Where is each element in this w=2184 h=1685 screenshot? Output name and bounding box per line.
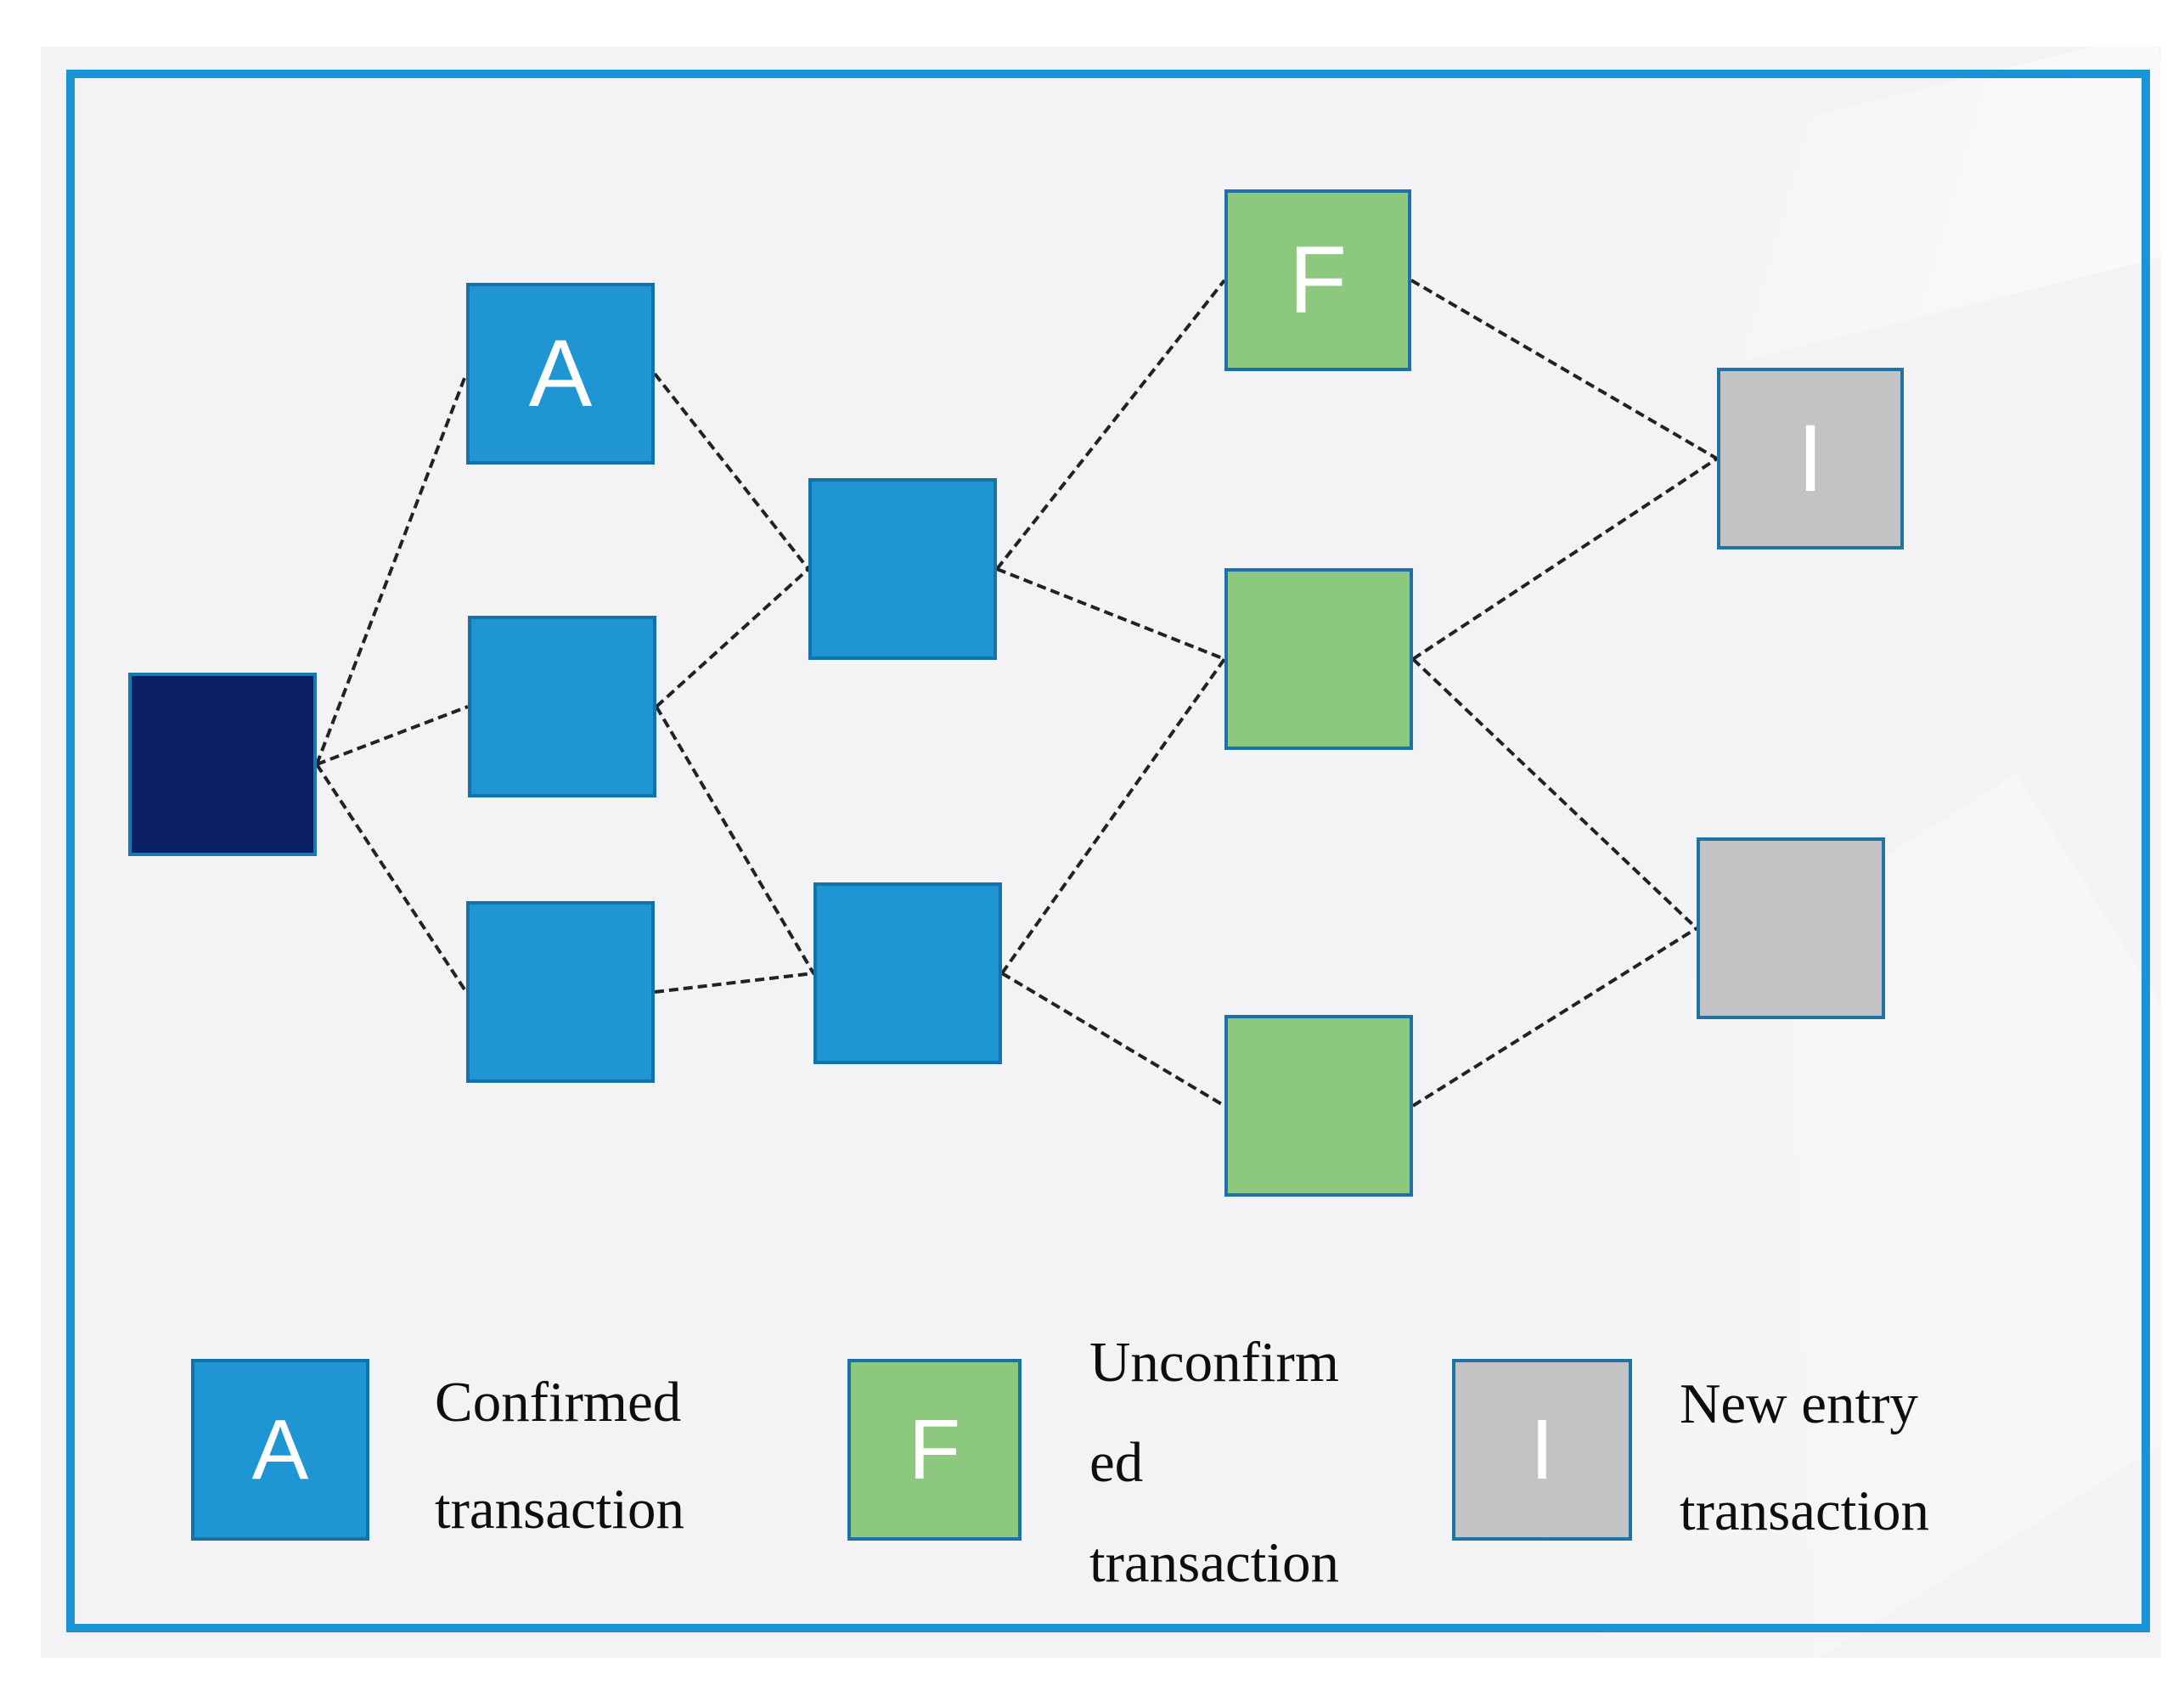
- node-letter: I: [1797, 405, 1824, 511]
- edge-genesis-to-confirmed-b2: [315, 763, 468, 994]
- edge-confirmed-c1-to-unconfirmed-f: [995, 279, 1226, 571]
- edge-confirmed-c2-to-unconfirmed-g2: [1000, 972, 1226, 1107]
- node-unconfirmed-g1: [1224, 568, 1413, 750]
- node-letter: A: [528, 320, 593, 426]
- edge-unconfirmed-g1-to-newentry-i: [1411, 457, 1719, 661]
- node-letter: F: [1288, 227, 1348, 333]
- node-unconfirmed-g2: [1224, 1015, 1413, 1197]
- node-confirmed-a: A: [466, 283, 655, 465]
- edge-unconfirmed-f-to-newentry-i: [1410, 279, 1719, 460]
- edge-unconfirmed-g2-to-newentry-j: [1411, 927, 1698, 1107]
- node-newentry-j: [1697, 837, 1885, 1019]
- node-genesis: [128, 673, 317, 856]
- edge-genesis-to-confirmed-a: [315, 373, 468, 765]
- edge-genesis-to-confirmed-b1: [316, 705, 469, 766]
- node-confirmed-c2: [813, 882, 1002, 1064]
- node-confirmed-c1: [808, 478, 997, 660]
- edge-confirmed-c2-to-unconfirmed-g1: [1000, 657, 1226, 975]
- node-newentry-i: I: [1717, 368, 1904, 549]
- edge-confirmed-b1-to-confirmed-c1: [655, 567, 810, 708]
- node-confirmed-b2: [466, 901, 655, 1083]
- figure-border-frame: [66, 70, 2150, 1632]
- edge-confirmed-a-to-confirmed-c1: [653, 372, 810, 571]
- node-unconfirmed-f: F: [1224, 189, 1411, 371]
- node-confirmed-b1: [468, 616, 656, 797]
- edge-confirmed-b1-to-confirmed-c2: [655, 705, 815, 975]
- edge-unconfirmed-g1-to-newentry-j: [1411, 657, 1698, 930]
- edge-confirmed-b2-to-confirmed-c2: [654, 972, 814, 994]
- edge-confirmed-c1-to-unconfirmed-g1: [996, 567, 1225, 661]
